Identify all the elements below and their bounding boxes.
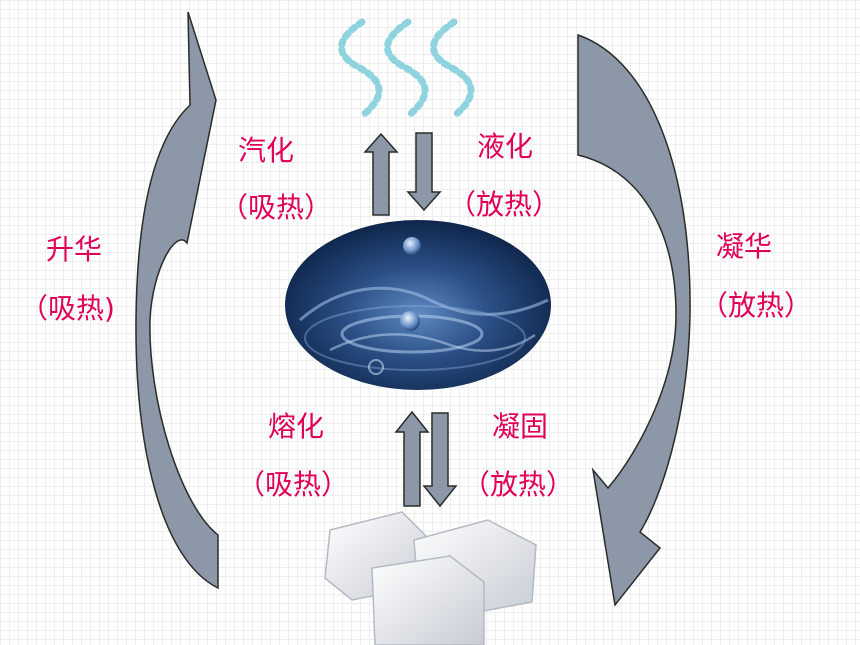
deposition-heat: （放热） [700,289,813,322]
vaporization-label: 汽化 [238,134,294,168]
solidification-name: 凝固 [492,410,549,443]
liquefaction-arrow [406,132,442,212]
liquefaction-heat-label: （放热） [448,188,560,222]
deposition-arrow [577,33,691,607]
solidification-heat-label: （放热） [462,468,574,502]
melting-heat-label: （吸热） [237,468,349,502]
solidification-label: 凝固 [492,410,548,444]
melting-name: 熔化 [268,410,325,443]
sublimation-name: 升华 [46,233,103,266]
deposition-heat-label: （放热） [700,289,812,323]
vaporization-arrow [363,132,399,216]
melting-label: 熔化 [268,410,324,444]
vaporization-heat-label: （吸热） [220,191,332,225]
vaporization-name: 汽化 [238,134,295,167]
solidification-arrow [422,412,458,508]
melting-arrow [394,410,430,507]
sublimation-arrow [135,11,219,590]
deposition-label: 凝华 [716,230,772,264]
melting-heat: （吸热） [237,468,350,501]
sublimation-heat-label: （吸热) [20,292,115,326]
deposition-name: 凝华 [716,230,773,263]
liquefaction-heat: （放热） [448,188,561,221]
water-drop-icon [285,220,551,390]
liquefaction-name: 液化 [477,130,534,163]
vapor-icon [338,18,475,120]
vaporization-heat: （吸热） [220,191,333,224]
sublimation-label: 升华 [46,233,102,267]
solidification-heat: （放热） [462,468,575,501]
sublimation-heat: （吸热) [20,292,115,325]
ice-cubes-icon [324,511,537,645]
liquefaction-label: 液化 [477,130,533,164]
